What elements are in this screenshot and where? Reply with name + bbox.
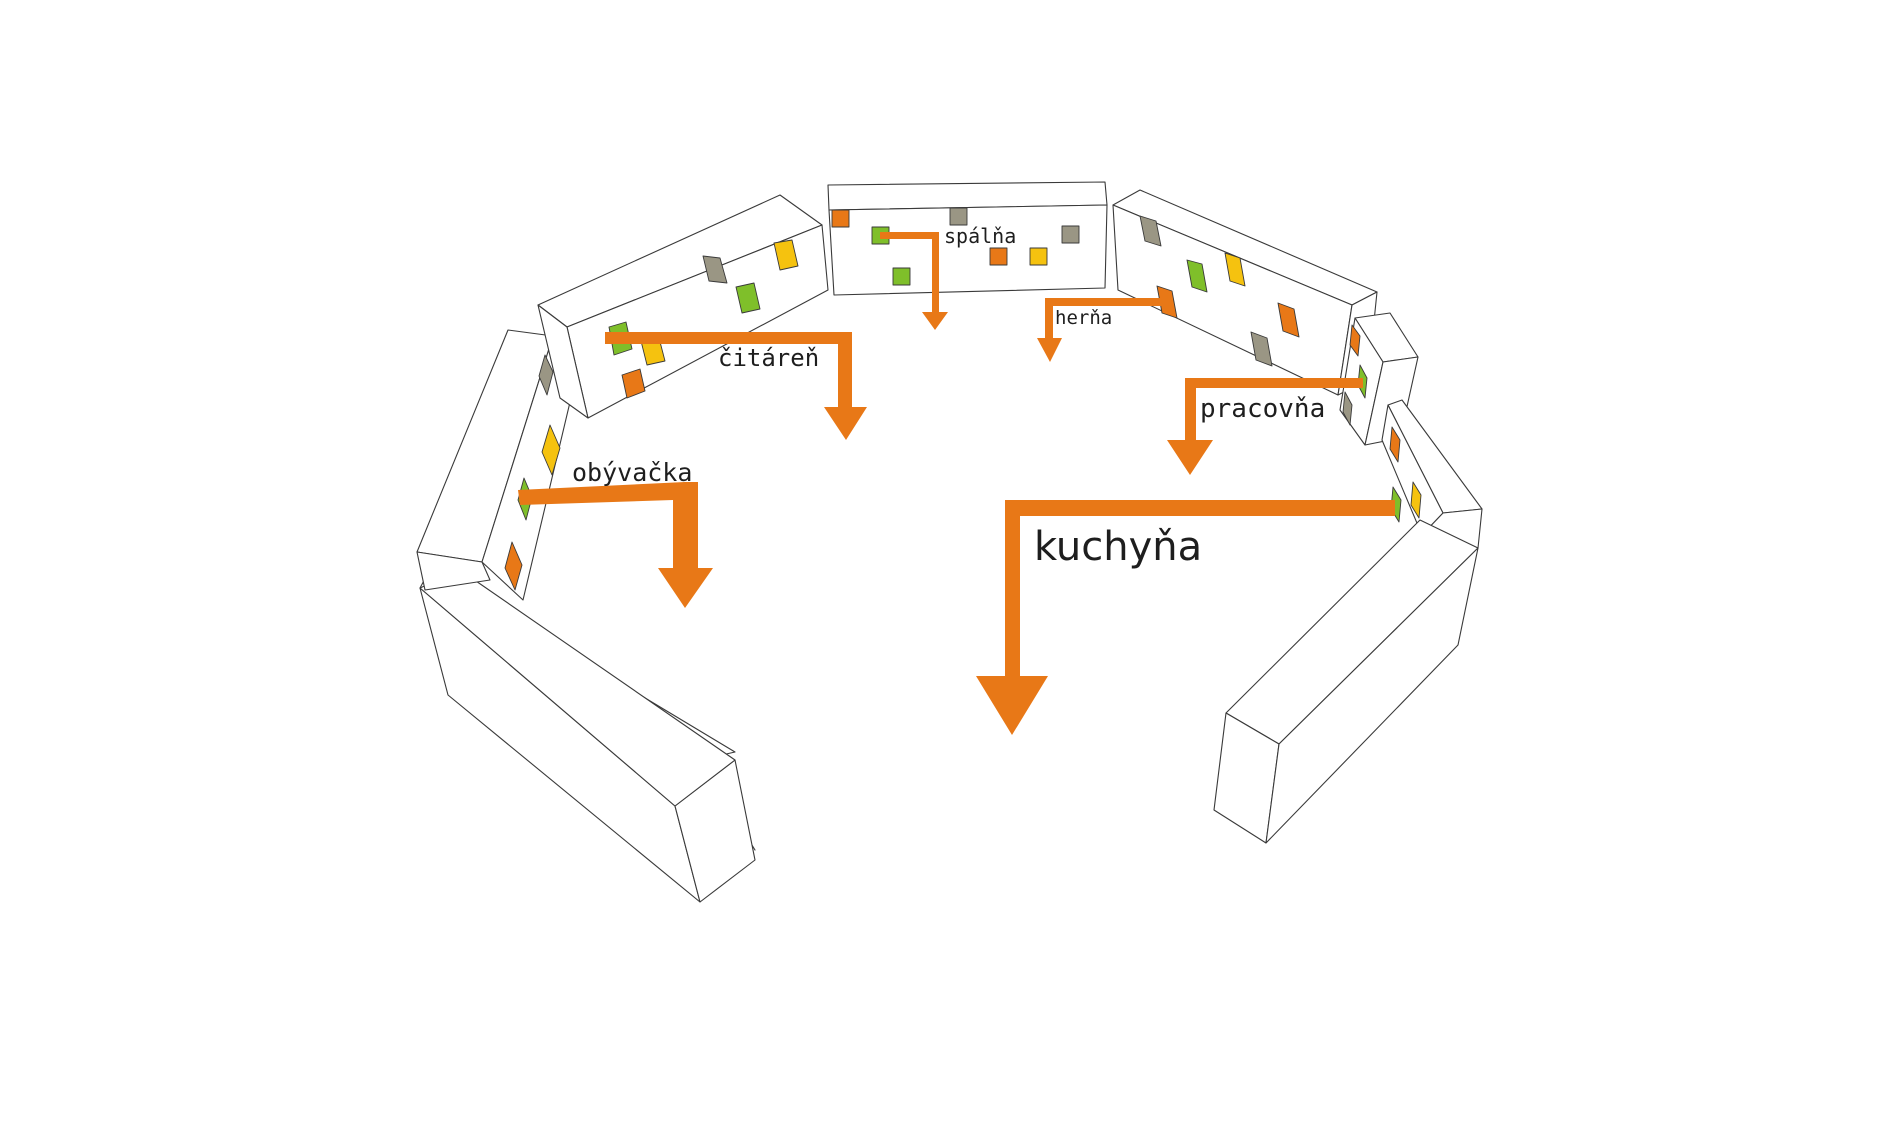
tile-orange (1277, 302, 1300, 338)
arrow-citaren (605, 332, 867, 440)
arrow-spalna (880, 232, 948, 330)
label-citaren: čitáreň (718, 344, 819, 372)
tile-yellow (541, 424, 561, 476)
arrow-obyvacka (518, 482, 713, 608)
block-citaren-wall (537, 194, 829, 419)
block-herna-wall (1112, 189, 1378, 396)
tile-green (892, 267, 911, 286)
tile-yellow (1224, 252, 1246, 287)
block-front-left (419, 569, 756, 903)
tile-green (1186, 259, 1208, 293)
tile-grey (1139, 215, 1162, 247)
block-kuchyna-wall (1381, 399, 1483, 549)
label-herna: herňa (1055, 307, 1112, 329)
tile-yellow (773, 239, 799, 271)
tile-green (735, 282, 761, 314)
label-pracovna: pracovňa (1200, 394, 1325, 424)
tile-grey (949, 207, 968, 226)
tile-grey (1250, 331, 1273, 367)
tile-orange (621, 368, 646, 399)
block-obyvacka-wall (416, 329, 581, 601)
arrow-pracovna (1167, 378, 1363, 475)
block-spalna-wall (827, 181, 1108, 296)
tile-orange (1349, 324, 1361, 357)
label-obyvacka: obývačka (572, 458, 692, 487)
tile-yellow (1410, 481, 1422, 519)
tile-grey (702, 255, 728, 284)
tile-yellow (1029, 247, 1048, 266)
label-spalna: spálňa (944, 224, 1016, 248)
tile-grey (538, 354, 554, 396)
tile-grey (1061, 225, 1080, 244)
tile-grey (1342, 391, 1353, 426)
tile-orange (831, 209, 850, 228)
arrow-kuchyna (976, 500, 1395, 735)
arrow-herna (1037, 298, 1165, 362)
tile-orange (1389, 426, 1401, 463)
tile-orange (504, 541, 523, 591)
label-kuchyna: kuchyňa (1034, 524, 1202, 570)
block-front-right (1213, 519, 1479, 844)
tile-orange (989, 247, 1008, 266)
